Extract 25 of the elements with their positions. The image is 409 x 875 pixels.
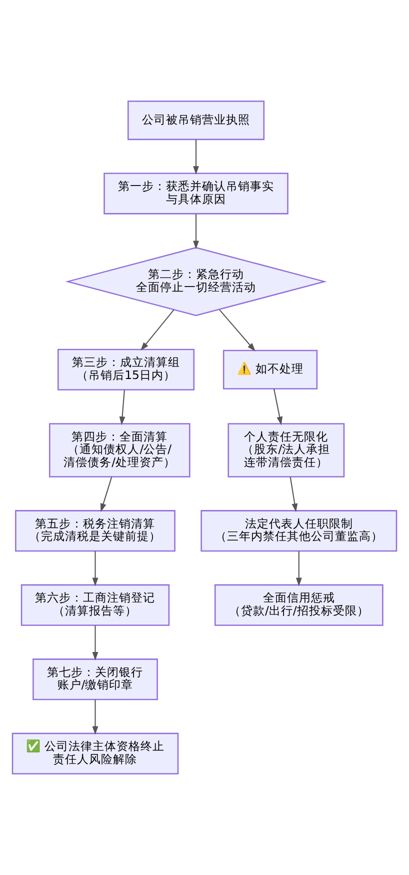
node-box: 第六步：工商注销登记 （清算报告等）: [20, 584, 170, 626]
node-box: 法定代表人任职限制 （三年内禁任其他公司董监高）: [200, 510, 398, 552]
node-box: 第七步：关闭银行账户/缴销印章: [32, 658, 158, 700]
arrow: [140, 309, 174, 351]
node-box: 个人责任无限化 （股东/法人承担连带清偿责任）: [228, 423, 345, 478]
arrow: [290, 476, 298, 512]
node-box: 第三步：成立清算组 （吊销后15日内）: [57, 348, 195, 390]
node-box: 第四步：全面清算 （通知债权人/公告/清偿债务/处理资产）: [49, 423, 190, 478]
node-box: ✅ 公司法律主体资格终止 责任人风险解除: [12, 732, 179, 774]
node-box: ⚠ 如不处理: [222, 350, 318, 390]
arrow: [92, 700, 98, 735]
node-box: 全面信用惩戒 （贷款/出行/招投标受限）: [214, 584, 384, 626]
arrow: [296, 551, 302, 586]
arrow: [273, 388, 283, 426]
arrow: [100, 476, 112, 512]
arrow: [193, 214, 199, 250]
node-diamond: 第二步：紧急行动 全面停止一切经营活动: [65, 246, 327, 316]
arrow: [92, 551, 98, 586]
arrow: [219, 309, 256, 352]
arrow: [92, 625, 98, 661]
arrow: [193, 140, 199, 175]
arrow: [119, 390, 126, 426]
node-box: 第五步：税务注销清算 （完成清税是关键前提）: [15, 510, 176, 552]
node-box: 第一步：获悉并确认吊销事实 与具体原因: [104, 172, 288, 214]
node-box: 公司被吊销营业执照: [127, 100, 265, 140]
